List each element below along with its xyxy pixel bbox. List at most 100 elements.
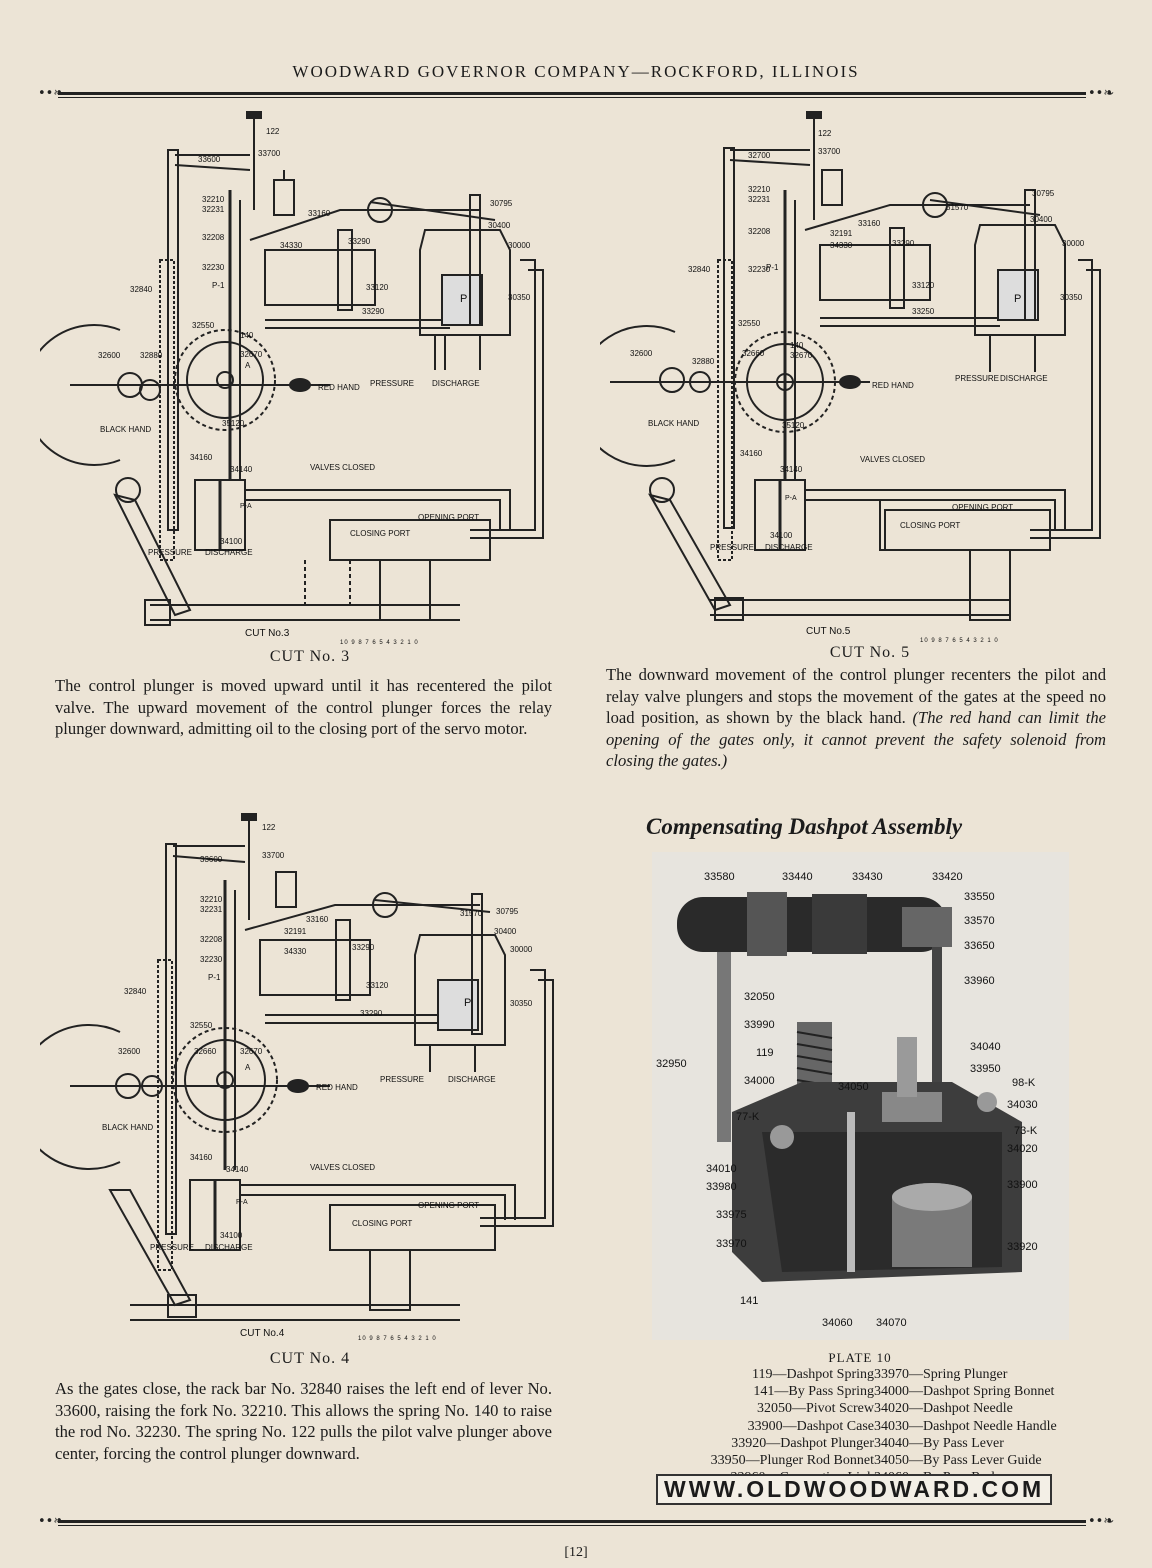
svg-text:33900: 33900 bbox=[1007, 1179, 1038, 1191]
svg-text:PRESSURE: PRESSURE bbox=[955, 374, 999, 383]
svg-text:140: 140 bbox=[240, 331, 254, 340]
svg-text:33290: 33290 bbox=[352, 943, 375, 952]
svg-text:32840: 32840 bbox=[130, 285, 153, 294]
plate-label: PLATE 10 bbox=[828, 1350, 892, 1365]
svg-text:34140: 34140 bbox=[780, 465, 803, 474]
svg-text:32191: 32191 bbox=[830, 229, 853, 238]
svg-text:33700: 33700 bbox=[258, 149, 281, 158]
svg-text:A: A bbox=[245, 1063, 251, 1072]
page-header: WOODWARD GOVERNOR COMPANY—ROCKFORD, ILLI… bbox=[292, 62, 860, 81]
svg-text:33120: 33120 bbox=[366, 283, 389, 292]
svg-text:P: P bbox=[460, 293, 467, 305]
svg-text:10 9 8 7 6 5 4 3 2 1 0: 10 9 8 7 6 5 4 3 2 1 0 bbox=[920, 638, 999, 644]
legend-right: 33970—Spring Plunger 34000—Dashpot Sprin… bbox=[874, 1366, 1114, 1486]
cut4-diagram: 122 33700 33600 32210 32231 33160 31570 … bbox=[40, 813, 554, 1342]
svg-text:33650: 33650 bbox=[964, 940, 995, 952]
svg-text:32840: 32840 bbox=[124, 987, 147, 996]
svg-text:PRESSURE: PRESSURE bbox=[380, 1075, 424, 1084]
svg-text:34330: 34330 bbox=[830, 241, 853, 250]
svg-text:33290: 33290 bbox=[892, 239, 915, 248]
svg-text:DISCHARGE: DISCHARGE bbox=[765, 543, 813, 552]
svg-text:33290: 33290 bbox=[360, 1009, 383, 1018]
svg-text:DISCHARGE: DISCHARGE bbox=[432, 379, 480, 388]
cut4-drawing-label: CUT No.4 bbox=[240, 1328, 285, 1339]
svg-text:119: 119 bbox=[756, 1047, 774, 1059]
svg-text:34140: 34140 bbox=[230, 465, 253, 474]
svg-text:32550: 32550 bbox=[738, 319, 761, 328]
svg-text:A: A bbox=[245, 361, 251, 370]
svg-text:33980: 33980 bbox=[706, 1181, 737, 1193]
svg-text:32210: 32210 bbox=[202, 195, 225, 204]
svg-text:34160: 34160 bbox=[740, 449, 763, 458]
cut3-diagram: 122 33700 33600 32210 32231 33160 32208 … bbox=[40, 111, 544, 645]
svg-text:33700: 33700 bbox=[818, 147, 841, 156]
svg-text:PRESSURE: PRESSURE bbox=[150, 1243, 194, 1252]
header-rule-thin bbox=[58, 97, 1086, 98]
svg-text:33120: 33120 bbox=[912, 281, 935, 290]
svg-text:32600: 32600 bbox=[98, 351, 121, 360]
svg-text:34060: 34060 bbox=[822, 1317, 853, 1329]
svg-text:34050: 34050 bbox=[838, 1081, 869, 1093]
svg-text:BLACK HAND: BLACK HAND bbox=[100, 425, 151, 434]
cut4-caption: As the gates close, the rack bar No. 328… bbox=[55, 1379, 552, 1463]
svg-text:P-1: P-1 bbox=[766, 263, 779, 272]
svg-text:34030: 34030 bbox=[1007, 1099, 1038, 1111]
svg-text:OPENING PORT: OPENING PORT bbox=[952, 503, 1013, 512]
svg-text:34010: 34010 bbox=[706, 1163, 737, 1175]
svg-text:30795: 30795 bbox=[1032, 189, 1055, 198]
svg-text:PRESSURE: PRESSURE bbox=[710, 543, 754, 552]
svg-text:34100: 34100 bbox=[220, 537, 243, 546]
svg-text:P-A: P-A bbox=[785, 495, 797, 502]
svg-text:VALVES CLOSED: VALVES CLOSED bbox=[310, 463, 375, 472]
svg-text:33600: 33600 bbox=[200, 855, 223, 864]
svg-text:33120: 33120 bbox=[366, 981, 389, 990]
svg-text:30350: 30350 bbox=[508, 293, 531, 302]
legend-item: 33950—Plunger Rod Bonnet bbox=[710, 1453, 874, 1469]
svg-text:32670: 32670 bbox=[240, 350, 263, 359]
svg-text:32231: 32231 bbox=[200, 905, 223, 914]
svg-text:RED HAND: RED HAND bbox=[318, 383, 360, 392]
svg-text:32208: 32208 bbox=[200, 935, 223, 944]
svg-text:33700: 33700 bbox=[262, 851, 285, 860]
svg-text:32050: 32050 bbox=[744, 991, 775, 1003]
svg-text:OPENING PORT: OPENING PORT bbox=[418, 513, 479, 522]
svg-text:32660: 32660 bbox=[194, 1047, 217, 1056]
svg-text:32230: 32230 bbox=[748, 265, 771, 274]
svg-text:34160: 34160 bbox=[190, 1153, 213, 1162]
legend-item: 33900—Dashpot Case bbox=[747, 1418, 874, 1434]
svg-text:35120: 35120 bbox=[222, 419, 245, 428]
legend-item: 119—Dashpot Spring bbox=[752, 1367, 874, 1382]
svg-text:32208: 32208 bbox=[202, 233, 225, 242]
svg-text:VALVES CLOSED: VALVES CLOSED bbox=[310, 1163, 375, 1172]
svg-text:BLACK HAND: BLACK HAND bbox=[648, 419, 699, 428]
svg-text:DISCHARGE: DISCHARGE bbox=[205, 548, 253, 557]
cut5-caption-text: The downward movement of the control plu… bbox=[606, 665, 1106, 727]
svg-text:34040: 34040 bbox=[970, 1041, 1001, 1053]
svg-text:RED HAND: RED HAND bbox=[316, 1083, 358, 1092]
svg-text:31570: 31570 bbox=[946, 203, 969, 212]
cut3-label: CUT No. 3 bbox=[269, 648, 351, 665]
svg-text:98-K: 98-K bbox=[1012, 1077, 1036, 1089]
footer-ornament-left: ••❧ bbox=[38, 1514, 65, 1529]
svg-text:33420: 33420 bbox=[932, 871, 963, 883]
svg-text:32840: 32840 bbox=[688, 265, 711, 274]
svg-text:33990: 33990 bbox=[744, 1019, 775, 1031]
svg-text:33600: 33600 bbox=[198, 155, 221, 164]
legend-left: 119—Dashpot Spring 141—By Pass Spring 32… bbox=[614, 1366, 874, 1486]
svg-text:33440: 33440 bbox=[782, 871, 813, 883]
svg-text:32700: 32700 bbox=[748, 151, 771, 160]
svg-text:34020: 34020 bbox=[1007, 1143, 1038, 1155]
svg-text:33950: 33950 bbox=[970, 1063, 1001, 1075]
svg-text:33250: 33250 bbox=[912, 307, 935, 316]
svg-text:32950: 32950 bbox=[656, 1058, 687, 1070]
cut5-caption: The downward movement of the control plu… bbox=[606, 664, 1106, 772]
svg-text:32191: 32191 bbox=[284, 927, 307, 936]
svg-text:32210: 32210 bbox=[748, 185, 771, 194]
svg-text:30400: 30400 bbox=[1030, 215, 1053, 224]
dashpot-photo: 33580 33440 33430 33420 33550 33570 3365… bbox=[652, 852, 1069, 1340]
svg-text:32600: 32600 bbox=[630, 349, 653, 358]
cut3-caption: The control plunger is moved upward unti… bbox=[55, 676, 552, 738]
svg-text:32550: 32550 bbox=[192, 321, 215, 330]
dashpot-title: Compensating Dashpot Assembly bbox=[646, 814, 963, 839]
svg-text:30000: 30000 bbox=[1062, 239, 1085, 248]
